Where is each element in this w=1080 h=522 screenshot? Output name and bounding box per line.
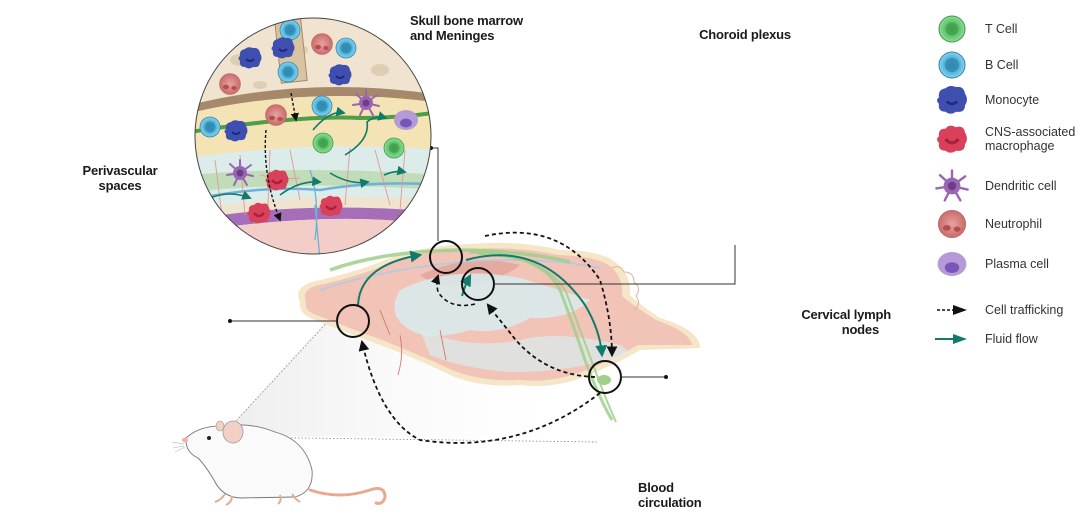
lymph-title-line1: Cervical lymph xyxy=(801,307,891,322)
legend-label: Monocyte xyxy=(985,93,1040,107)
blood-panel-title: Blood circulation xyxy=(638,480,702,510)
skull-panel-title: Skull bone marrow and Meninges xyxy=(410,13,523,43)
panel-skull-bone-marrow xyxy=(194,17,432,255)
lymph-panel-title: Cervical lymph nodes xyxy=(791,307,891,337)
legend-label: Plasma cell xyxy=(985,257,1049,271)
legend-label-line1: CNS-associated xyxy=(985,125,1076,139)
view-cone xyxy=(222,300,598,438)
legend-label: Neutrophil xyxy=(985,217,1042,231)
dendritic-cell-icon xyxy=(935,169,969,202)
view-cone-edge xyxy=(227,436,599,443)
lymph-title-line2: nodes xyxy=(841,322,879,337)
view-cone-edge xyxy=(221,301,347,437)
brain-flow-arrows xyxy=(357,231,618,444)
monocyte-icon xyxy=(935,85,969,115)
legend-item-monocyte: Monocyte xyxy=(935,85,1039,115)
perivascular-title-line2: spaces xyxy=(98,178,142,193)
legend-item-b-cell: B Cell xyxy=(935,50,1018,80)
perivascular-title-line1: Perivascular xyxy=(82,163,158,178)
blood-title-line1: Blood xyxy=(638,480,674,495)
legend-label: Dendritic cell xyxy=(985,179,1057,193)
legend-item-cell-trafficking: Cell trafficking xyxy=(935,295,1063,325)
b-cell-icon xyxy=(935,50,969,80)
legend-label: B Cell xyxy=(985,58,1019,72)
focus-ring-skull[interactable] xyxy=(429,240,463,274)
mouse-illustration xyxy=(171,420,387,506)
brain-illustration xyxy=(298,242,700,423)
blood-title-line2: circulation xyxy=(638,495,702,510)
legend-label: Fluid flow xyxy=(985,332,1038,346)
leader-lines xyxy=(230,147,736,378)
legend-item-plasma-cell: Plasma cell xyxy=(935,249,1049,279)
legend-label: Cell trafficking xyxy=(985,303,1064,317)
legend-label-line2: macrophage xyxy=(985,139,1055,153)
plasma-cell-icon xyxy=(935,249,969,279)
perivascular-panel-title: Perivascular spaces xyxy=(70,163,170,193)
neutrophil-icon xyxy=(935,209,969,239)
skull-title-line2: and Meninges xyxy=(410,28,495,43)
legend-item-fluid-flow: Fluid flow xyxy=(935,324,1038,354)
legend-label: T Cell xyxy=(985,22,1018,36)
choroid-panel-title: Choroid plexus xyxy=(699,27,791,42)
macrophage-icon xyxy=(935,124,969,154)
legend-item-t-cell: T Cell xyxy=(935,14,1017,44)
skull-title-line1: Skull bone marrow xyxy=(410,13,523,28)
fluid-flow-arrow-icon xyxy=(935,324,969,354)
legend-item-neutrophil: Neutrophil xyxy=(935,209,1042,239)
cell-trafficking-arrow-icon xyxy=(935,295,969,325)
t-cell-icon xyxy=(935,14,969,44)
legend-item-dendritic-cell: Dendritic cell xyxy=(935,169,1057,202)
